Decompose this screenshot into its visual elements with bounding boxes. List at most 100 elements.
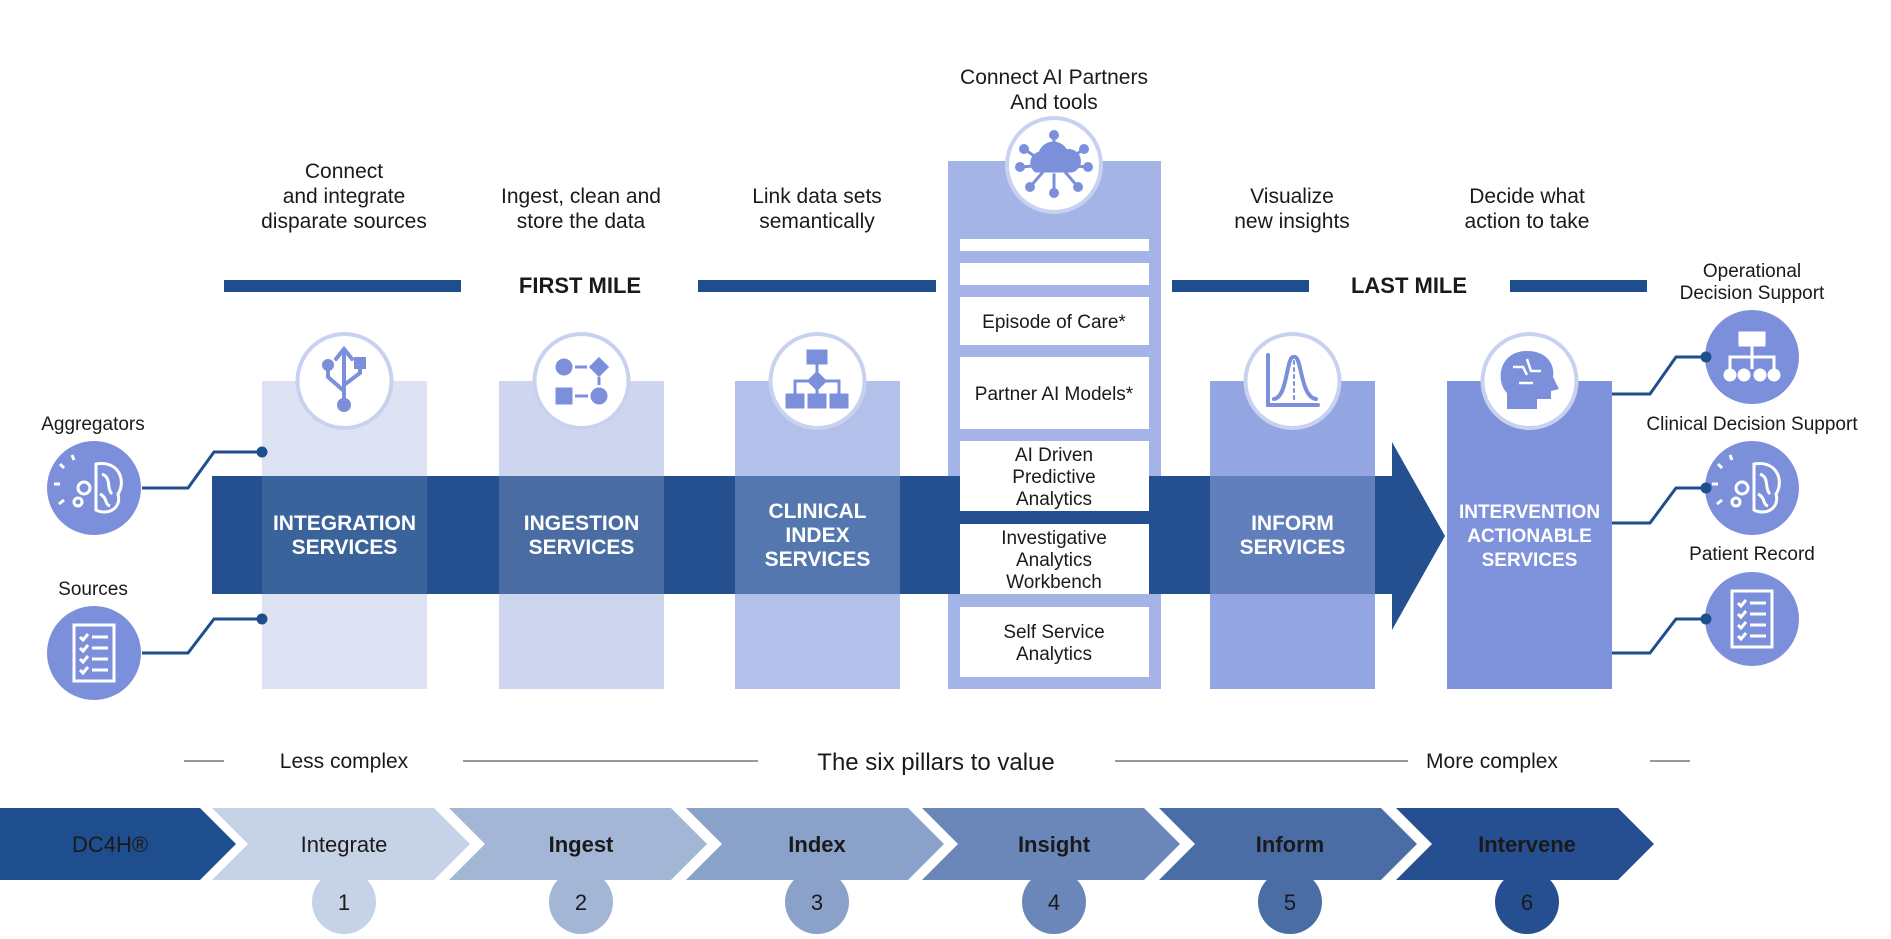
right-connectors — [1612, 351, 1712, 655]
cloud-network-icon-node — [1015, 162, 1025, 172]
cloud-network-icon-node — [1073, 182, 1083, 192]
six-pillars-label: The six pillars to value — [817, 749, 1054, 776]
pillar-title: SERVICES — [1482, 550, 1578, 571]
aggregators-label: Aggregators — [41, 414, 145, 435]
chevron-step — [686, 808, 944, 880]
checklist-icon-check — [78, 655, 90, 665]
pillar-title: INGESTION — [524, 512, 640, 535]
step-number: 5 — [1284, 890, 1296, 915]
org-chart-icon-node — [1723, 368, 1737, 382]
checklist-icon — [47, 606, 141, 700]
pillar-caption: Decide what — [1469, 185, 1585, 208]
pillar-caption: and integrate — [283, 185, 406, 208]
pillar-icon-2-bg — [536, 336, 627, 426]
ai-head-icon-circuit — [1513, 358, 1541, 385]
insight-card-label: Predictive — [1012, 467, 1095, 488]
chevron-step — [1159, 808, 1417, 880]
insight-card-label: Partner AI Models* — [975, 384, 1134, 405]
pillar-caption: Visualize — [1250, 185, 1334, 208]
insight-card: Partner AI Models* — [960, 357, 1149, 429]
brain-gear-icon — [47, 441, 141, 535]
data-flow-icon-circle2 — [590, 387, 608, 405]
usb-icon-dot — [337, 398, 351, 412]
checklist-icon-glyph — [72, 623, 116, 683]
first-mile-bar-left — [224, 280, 461, 292]
step-number-circle — [1495, 870, 1559, 934]
pillar-caption: store the data — [517, 210, 646, 233]
operational-label: Decision Support — [1680, 283, 1825, 304]
usb-icon-c — [322, 359, 334, 371]
step-number: 3 — [811, 890, 823, 915]
checklist-icon-check — [78, 633, 90, 643]
last-mile-bar-right — [1510, 280, 1647, 292]
org-chart-icon-glyph — [1723, 331, 1781, 382]
insight-card-box — [960, 297, 1149, 345]
step-number: 1 — [338, 890, 350, 915]
pillar-arrow-overlay-1 — [262, 476, 427, 594]
brain-gear-icon-rays — [1712, 454, 1734, 506]
step-number-circle — [1258, 870, 1322, 934]
pillar-arrow-overlay-2 — [499, 476, 664, 594]
pillar-title: SERVICES — [529, 536, 635, 559]
cloud-network-icon-cloud — [1030, 141, 1081, 173]
insight-card-box — [960, 524, 1149, 594]
connector-dot — [256, 613, 268, 625]
patient-record-label: Patient Record — [1689, 544, 1815, 565]
checklist-icon-check — [1736, 610, 1748, 620]
brain-gear-icon-gear — [76, 480, 92, 496]
data-flow-icon — [555, 356, 610, 405]
cloud-network-icon-node — [1083, 162, 1093, 172]
cloud-network-icon-node — [1049, 188, 1059, 198]
ai-head-icon — [1500, 351, 1559, 409]
pillar-title: SERVICES — [765, 548, 871, 571]
insight-card-label: AI Driven — [1015, 445, 1093, 466]
operational-label: Operational — [1703, 261, 1801, 282]
patient-connector — [1612, 617, 1706, 655]
brain-gear-icon-brain — [1752, 462, 1781, 514]
checklist-icon-check — [78, 644, 90, 654]
ai-head-icon-shape — [1500, 351, 1559, 409]
brain-gear-icon-rays — [54, 454, 76, 506]
org-chart-icon-node — [1753, 368, 1767, 382]
checklist-icon-glyph — [1730, 589, 1774, 649]
pillar-icon-5-bg — [1247, 336, 1338, 426]
brain-gear-icon-folds — [1757, 472, 1772, 508]
chevron-step — [1396, 808, 1654, 880]
pillar-caption: Connect AI Partners — [960, 66, 1148, 89]
step-number: 4 — [1048, 890, 1060, 915]
connector-dot — [256, 446, 268, 458]
cloud-network-icon-node — [1019, 144, 1029, 154]
pillar-caption: Link data sets — [752, 185, 882, 208]
pillar-caption: And tools — [1010, 91, 1098, 114]
pillar-caption: disparate sources — [261, 210, 427, 233]
step-number-circle — [1022, 870, 1086, 934]
insight-card-label: Analytics — [1016, 489, 1092, 510]
step-number: 6 — [1521, 890, 1533, 915]
flowchart-icon-top — [806, 349, 828, 365]
checklist-icon — [1705, 572, 1799, 666]
flowchart-icon-b3 — [829, 393, 849, 409]
cloud-network-icon-node — [1079, 144, 1089, 154]
insight-card-box — [960, 357, 1149, 429]
brain-gear-icon-folds — [99, 472, 114, 508]
data-flow-icon-circle — [555, 358, 573, 376]
checklist-icon-check — [78, 666, 90, 676]
brain-gear-icon-gear2 — [1730, 496, 1742, 508]
step-number-circle — [549, 870, 613, 934]
less-complex-label: Less complex — [280, 750, 409, 773]
flowchart-icon — [785, 349, 849, 409]
chevron-step — [0, 808, 236, 880]
chevron-label: Ingest — [549, 832, 614, 857]
pillar-caption: Connect — [305, 160, 383, 183]
sources-connector — [142, 617, 262, 655]
flowchart-icon-b1 — [785, 393, 805, 409]
flowchart-icon-b2 — [807, 393, 827, 409]
connector-dot — [1700, 351, 1712, 363]
insight-card-box — [960, 441, 1149, 511]
brain-gear-icon-gear — [1734, 480, 1750, 496]
checklist-icon-check — [1736, 632, 1748, 642]
connector-dot — [1700, 482, 1712, 494]
insight-card-box — [960, 607, 1149, 677]
